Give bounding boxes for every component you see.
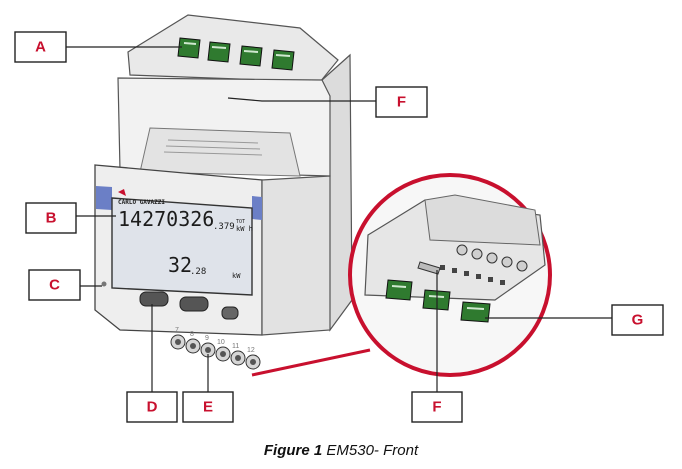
terminal-number: 12 — [247, 347, 255, 354]
bottom-terminals — [170, 334, 261, 370]
lcd-power-unit: kW — [232, 272, 241, 280]
button-middle[interactable] — [179, 296, 209, 312]
lcd-energy-unit: kW h — [236, 225, 253, 233]
callout-a: A — [14, 31, 67, 63]
lcd-screen — [111, 197, 253, 296]
brand-label: CARLO GAVAZZI — [118, 199, 165, 206]
callout-f-top: F — [375, 86, 428, 118]
callout-g-label: G — [632, 312, 644, 329]
callout-f-bottom-label: F — [432, 399, 441, 416]
callout-f-top-label: F — [397, 94, 406, 111]
callout-f-bottom: F — [411, 391, 463, 423]
callout-e-label: E — [203, 399, 213, 416]
magnified-detail — [251, 173, 552, 377]
callout-c-label: C — [49, 277, 60, 294]
callout-g: G — [611, 304, 664, 336]
terminal-number: 7 — [175, 327, 179, 334]
figure-caption-text: EM530- Front — [326, 442, 419, 459]
lcd-power-decimals: .28 — [190, 267, 206, 277]
status-led — [101, 281, 107, 287]
lcd-energy-decimals: .379 — [213, 222, 235, 232]
button-right[interactable] — [221, 306, 239, 320]
button-left[interactable] — [139, 291, 169, 307]
figure-caption-label: Figure 1 — [263, 442, 323, 459]
leader-lines — [66, 46, 612, 392]
callout-d: D — [126, 391, 178, 423]
lcd-power-value: 32 — [168, 253, 192, 277]
terminal-number: 8 — [190, 331, 194, 338]
figure-caption: Figure 1 EM530- Front — [0, 442, 682, 459]
terminal-number: 9 — [205, 335, 209, 342]
top-terminals — [177, 37, 295, 71]
lcd-energy-value: 14270326 — [118, 207, 214, 231]
terminal-numbers: 7 8 9 10 11 12 — [175, 327, 255, 354]
lcd-tot-label: TOT — [236, 219, 245, 225]
terminal-number: 11 — [232, 343, 239, 350]
callout-a-label: A — [35, 39, 46, 56]
meter-device — [94, 14, 353, 370]
callout-e: E — [182, 391, 234, 423]
callout-c: C — [28, 269, 81, 301]
callout-b-label: B — [46, 210, 57, 227]
callout-b: B — [25, 202, 77, 234]
terminal-number: 10 — [217, 339, 225, 346]
callout-d-label: D — [147, 399, 158, 416]
